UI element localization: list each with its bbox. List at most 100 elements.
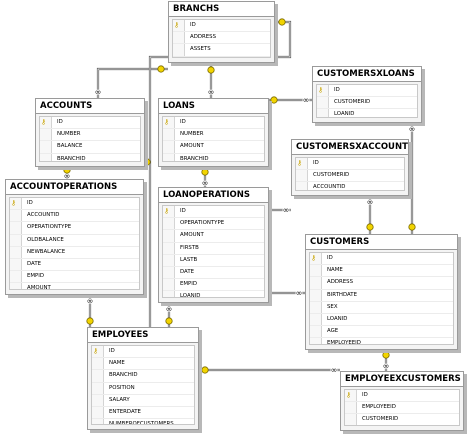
table-title[interactable]: CUSTOMERSXLOANS bbox=[313, 67, 421, 82]
field-row[interactable]: EMPLOYEEID bbox=[310, 338, 453, 345]
field-row[interactable]: NAME bbox=[310, 265, 453, 278]
field-row[interactable]: FIRSTB bbox=[163, 242, 264, 255]
field-row[interactable]: AMOUNT bbox=[163, 230, 264, 243]
field-name: OLDBALANCE bbox=[27, 236, 64, 243]
field-row[interactable]: AGE bbox=[310, 326, 453, 339]
table-title[interactable]: BRANCHS bbox=[169, 2, 274, 17]
field-row[interactable]: BRANCHID bbox=[40, 153, 140, 161]
field-row[interactable]: DATE bbox=[163, 266, 264, 280]
field-row[interactable]: ⚷ID bbox=[345, 390, 459, 403]
field-row[interactable]: ⚷ID bbox=[317, 85, 417, 98]
table-title[interactable]: CUSTOMERS bbox=[306, 235, 457, 250]
one-end-key-icon bbox=[201, 168, 209, 176]
field-row[interactable]: ASSETS bbox=[173, 44, 270, 57]
row-selector bbox=[317, 109, 329, 117]
relationship-line[interactable] bbox=[96, 67, 168, 98]
field-row[interactable]: LOANID bbox=[310, 313, 453, 327]
field-row[interactable]: ADDRESS bbox=[173, 32, 270, 45]
one-end-key-icon bbox=[382, 351, 390, 359]
field-name: ID bbox=[190, 22, 196, 29]
field-row[interactable]: CUSTOMERID bbox=[317, 97, 417, 110]
field-row[interactable]: EMPLOYEEID bbox=[345, 402, 459, 415]
field-row[interactable]: SEX bbox=[310, 301, 453, 314]
many-end-infinity-icon: ∞ bbox=[166, 305, 173, 314]
field-name: CUSTOMERID bbox=[313, 172, 350, 179]
field-row[interactable]: EMPID bbox=[163, 279, 264, 292]
field-row[interactable]: SALARY bbox=[92, 394, 194, 407]
field-row[interactable]: BRANCHID bbox=[92, 370, 194, 383]
field-row[interactable]: ⚷ID bbox=[40, 117, 140, 130]
many-end-infinity-icon: ∞ bbox=[95, 88, 102, 97]
many-end-infinity-icon: ∞ bbox=[331, 366, 338, 375]
row-selector: ⚷ bbox=[10, 198, 22, 210]
field-name: EMPLOYEEID bbox=[327, 340, 361, 345]
field-row[interactable]: DATE bbox=[10, 258, 139, 272]
field-row[interactable]: BRANCHID bbox=[163, 153, 264, 161]
field-row[interactable]: NUMBER bbox=[40, 129, 140, 142]
field-name: DATE bbox=[180, 269, 195, 276]
field-row[interactable]: AMOUNT bbox=[163, 141, 264, 154]
field-row[interactable]: BALANCE bbox=[40, 141, 140, 154]
table-title[interactable]: LOANOPERATIONS bbox=[159, 188, 268, 203]
field-name: ID bbox=[27, 200, 33, 207]
row-selector bbox=[10, 271, 22, 283]
field-row[interactable]: ⚷ID bbox=[92, 346, 194, 359]
table-title[interactable]: LOANS bbox=[159, 99, 268, 114]
table-title[interactable]: ACCOUNTS bbox=[36, 99, 144, 114]
one-end-key-icon bbox=[270, 96, 278, 104]
field-row[interactable]: OPERATIONTYPE bbox=[163, 218, 264, 231]
field-row[interactable]: NUMBEROFCUSTOMERS bbox=[92, 419, 194, 424]
field-row[interactable]: NUMBER bbox=[163, 129, 264, 142]
table-title[interactable]: CUSTOMERSXACCOUNTS bbox=[292, 140, 408, 155]
field-name: ID bbox=[334, 87, 340, 94]
field-row[interactable]: ENTERDATE bbox=[92, 406, 194, 420]
field-row[interactable]: ADDRESS bbox=[310, 277, 453, 290]
primary-key-icon: ⚷ bbox=[346, 391, 352, 399]
row-selector bbox=[310, 289, 322, 301]
field-row[interactable]: BIRTHDATE bbox=[310, 289, 453, 302]
field-row[interactable]: NAME bbox=[92, 358, 194, 371]
field-row[interactable]: OPERATIONTYPE bbox=[10, 222, 139, 235]
field-row[interactable]: ⚷ID bbox=[173, 20, 270, 33]
field-row[interactable]: CUSTOMERID bbox=[296, 170, 404, 183]
many-end-infinity-icon: ∞ bbox=[64, 172, 71, 181]
field-row[interactable]: AMOUNT bbox=[10, 283, 139, 289]
field-row[interactable]: ⚷ID bbox=[310, 253, 453, 266]
table-title[interactable]: EMPLOYEES bbox=[88, 328, 198, 343]
field-row[interactable]: NAME bbox=[173, 56, 270, 57]
field-row[interactable]: ⚷ ID bbox=[10, 198, 139, 211]
field-row[interactable]: LASTB bbox=[163, 254, 264, 267]
field-row[interactable]: CUSTOMERID bbox=[345, 414, 459, 425]
table-branchs[interactable]: BRANCHS ⚷IDADDRESSASSETSNAME bbox=[168, 1, 275, 63]
field-row[interactable]: ⚷ID bbox=[163, 206, 264, 219]
table-title[interactable]: ACCOUNTOPERATIONS bbox=[6, 180, 143, 195]
field-row[interactable]: LOANID bbox=[317, 109, 417, 117]
field-name: NEWBALANCE bbox=[27, 248, 66, 255]
field-name: SEX bbox=[327, 303, 338, 310]
field-row[interactable]: LOANID bbox=[163, 291, 264, 297]
field-row[interactable]: ⚷ID bbox=[163, 117, 264, 130]
field-row[interactable]: OLDBALANCE bbox=[10, 234, 139, 247]
field-row[interactable]: EMPID bbox=[10, 271, 139, 284]
one-end-key-icon bbox=[165, 317, 173, 325]
field-row[interactable]: POSITION bbox=[92, 382, 194, 395]
table-title[interactable]: EMPLOYEEXCUSTOMERS bbox=[341, 372, 463, 387]
field-row[interactable]: ⚷ID bbox=[296, 158, 404, 171]
field-row[interactable]: ACCOUNTID bbox=[296, 182, 404, 190]
row-selector bbox=[163, 141, 175, 153]
field-row[interactable]: NEWBALANCE bbox=[10, 246, 139, 259]
field-row[interactable]: ACCOUNTID bbox=[10, 210, 139, 223]
many-end-infinity-icon: ∞ bbox=[296, 289, 303, 298]
row-selector bbox=[10, 283, 22, 289]
row-selector bbox=[310, 338, 322, 344]
